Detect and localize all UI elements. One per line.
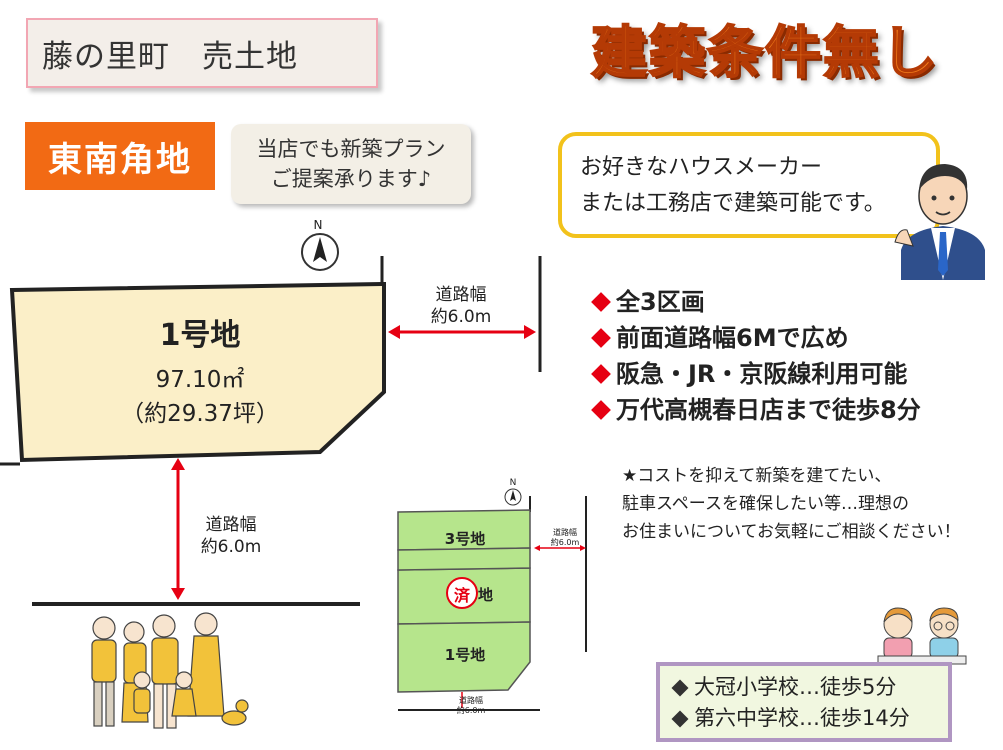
road-bottom-label-text: 道路幅 (205, 515, 257, 535)
site-road-right-label: 道路幅 約6.0m (540, 528, 590, 548)
diamond-icon (671, 710, 689, 727)
site-lot-3: 3号地 (444, 530, 486, 548)
school-item: 大冠小学校…徒歩5分 (670, 672, 948, 703)
builder-speech-bubble: お好きなハウスメーカー または工務店で建築可能です。 (558, 132, 940, 238)
feature-item: 前面道路幅6Mで広め (590, 320, 921, 356)
red-diamond-icon (591, 364, 611, 384)
message-line-2: 駐車スペースを確保したい等…理想の (622, 494, 909, 514)
site-road-right-label-text: 道路幅 (553, 528, 577, 537)
students-illustration (877, 607, 967, 665)
consultation-message: ★コストを抑えて新築を建てたい、 駐車スペースを確保したい等…理想の お住まいに… (622, 462, 961, 546)
lot-tsubo: （約29.37坪） (121, 401, 279, 427)
main-map-compass: N (300, 218, 340, 276)
family-illustration (91, 612, 249, 729)
site-road-bottom-width: 約6.0m (456, 706, 486, 715)
road-bottom-label: 道路幅 約6.0m (186, 514, 276, 558)
lot-area: 97.10㎡ (155, 367, 245, 393)
red-diamond-icon (591, 292, 611, 312)
sold-stamp: 済 (453, 586, 470, 605)
feature-list: 全3区画 前面道路幅6Mで広め 阪急・JR・京阪線利用可能 万代高槻春日店まで徒… (590, 284, 921, 428)
compass-icon (504, 488, 522, 506)
businessman-illustration (894, 164, 985, 280)
feature-item: 全3区画 (590, 284, 921, 320)
site-road-right-width: 約6.0m (550, 538, 580, 547)
feature-item: 阪急・JR・京阪線利用可能 (590, 356, 921, 392)
feature-text: 万代高槻春日店まで徒歩8分 (616, 396, 921, 424)
no-building-conditions-banner: 建築条件無し (590, 20, 939, 87)
feature-text: 全3区画 (616, 288, 705, 316)
site-lot-1: 1号地 (444, 646, 486, 664)
road-bottom-width: 約6.0m (200, 537, 262, 557)
school-text: 大冠小学校…徒歩5分 (694, 675, 897, 699)
road-right-label-text: 道路幅 (435, 285, 487, 305)
site-lot-2-suffix: 地 (478, 586, 494, 604)
plan-line-2: ご提案承ります♪ (270, 167, 432, 191)
diamond-icon (671, 679, 689, 696)
site-plan-compass: N (504, 478, 522, 510)
school-item: 第六中学校…徒歩14分 (670, 703, 948, 734)
plan-proposal-box: 当店でも新築プラン ご提案承ります♪ (231, 124, 471, 204)
site-road-bottom-label-text: 道路幅 (459, 696, 483, 705)
corner-lot-badge: 東南角地 (25, 122, 215, 190)
north-label: N (313, 218, 323, 232)
message-line-3: お住まいについてお気軽にご相談ください！ (622, 522, 961, 542)
feature-text: 阪急・JR・京阪線利用可能 (616, 360, 908, 388)
speech-line-2: または工務店で建築可能です。 (580, 191, 886, 216)
page-title: 藤の里町 売土地 (26, 18, 378, 88)
plan-line-1: 当店でも新築プラン (256, 137, 446, 161)
schools-box: 大冠小学校…徒歩5分 第六中学校…徒歩14分 (656, 662, 952, 742)
red-diamond-icon (591, 400, 611, 420)
school-text: 第六中学校…徒歩14分 (694, 706, 910, 730)
site-plan-north-label: N (509, 478, 517, 488)
main-lot-map (0, 256, 542, 606)
red-diamond-icon (591, 328, 611, 348)
site-road-bottom-label: 道路幅 約6.0m (446, 696, 496, 716)
feature-item: 万代高槻春日店まで徒歩8分 (590, 392, 921, 428)
speech-line-1: お好きなハウスメーカー (580, 155, 823, 180)
road-right-label: 道路幅 約6.0m (416, 284, 506, 328)
lot-name: 1号地 (159, 318, 241, 353)
message-line-1: ★コストを抑えて新築を建てたい、 (622, 466, 892, 486)
site-plan-map (397, 496, 587, 711)
compass-icon (301, 233, 339, 271)
road-right-width: 約6.0m (430, 307, 492, 327)
feature-text: 前面道路幅6Mで広め (616, 324, 849, 352)
